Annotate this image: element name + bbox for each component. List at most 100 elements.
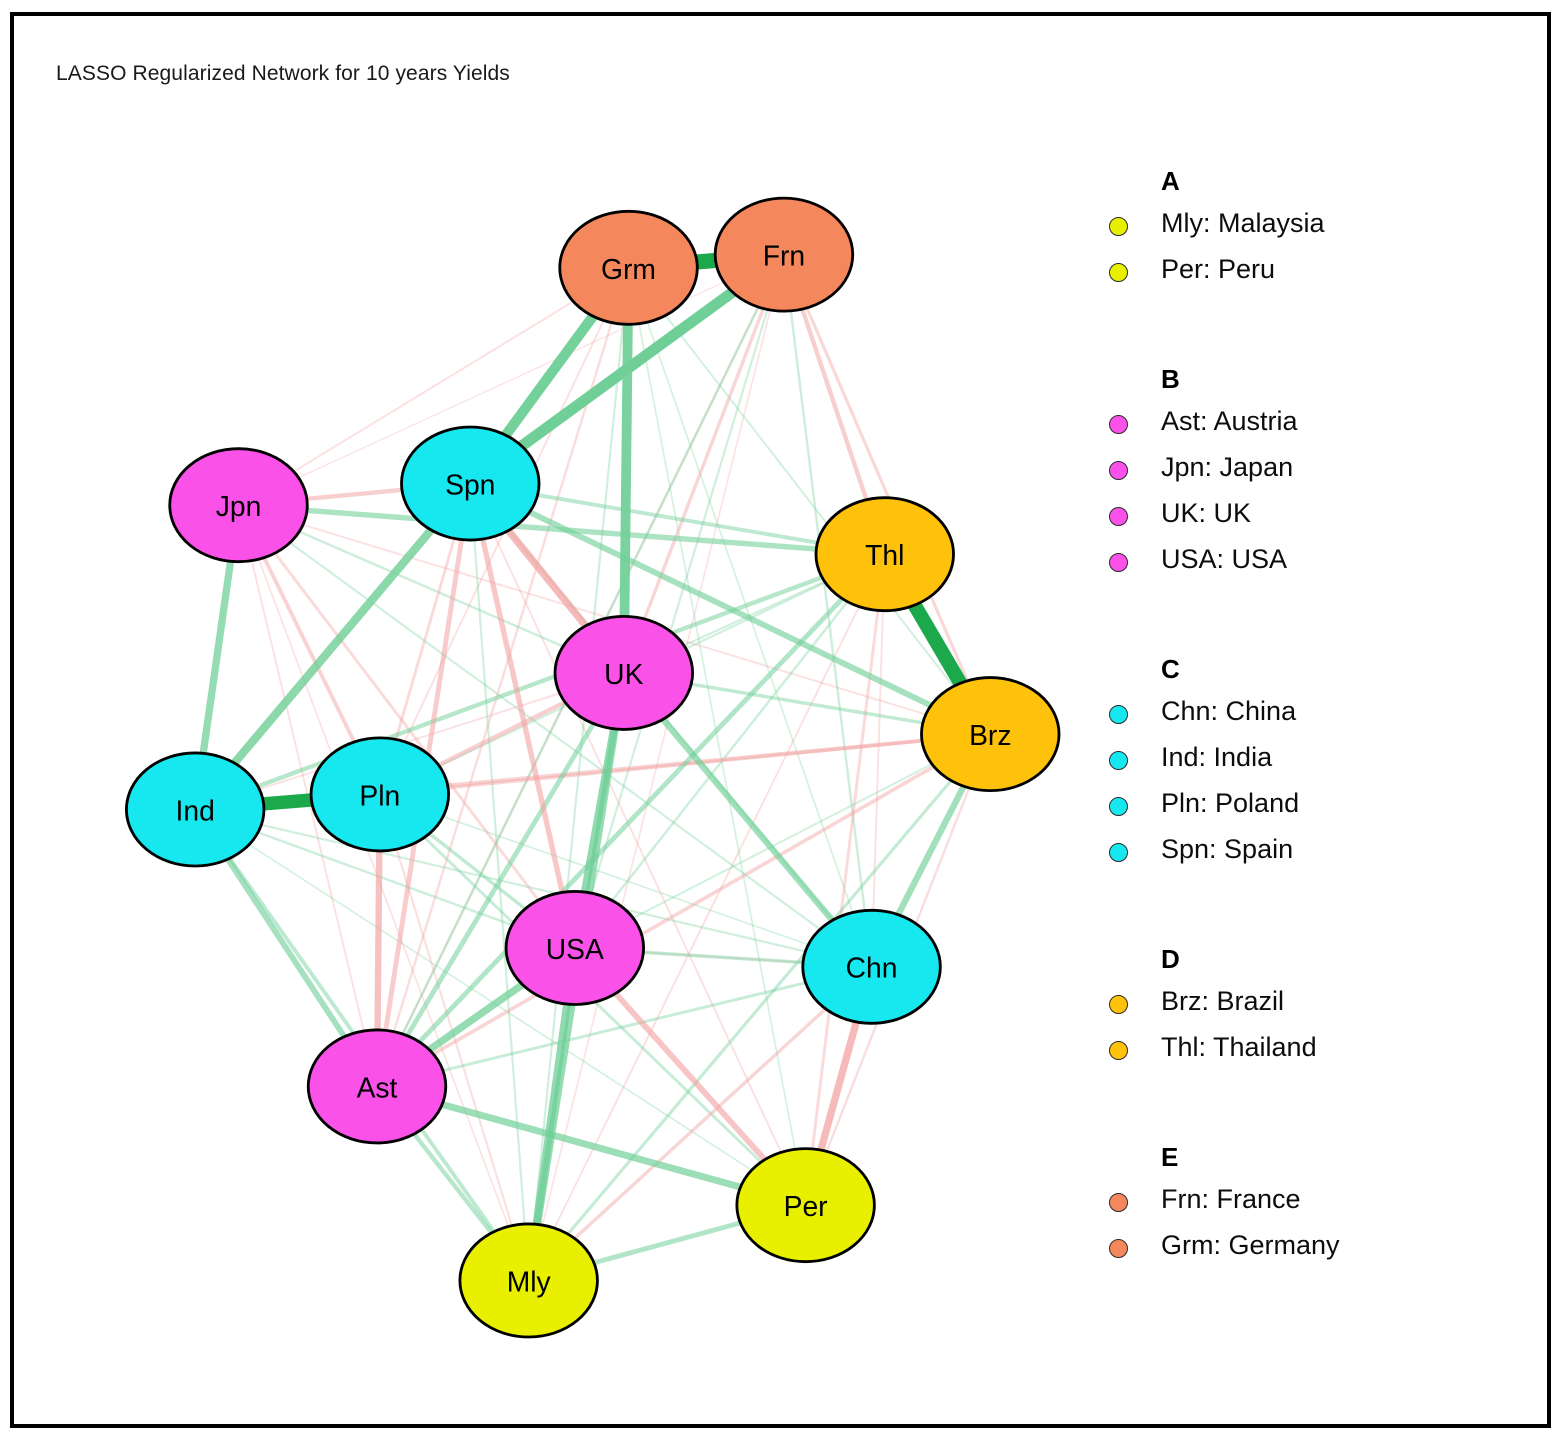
legend-group-letter: C	[1161, 654, 1180, 684]
network-edge	[527, 267, 630, 1281]
network-edge	[194, 808, 872, 968]
node-label: Chn	[846, 952, 898, 984]
network-edge	[469, 483, 807, 1206]
node-ellipse[interactable]	[814, 496, 955, 613]
network-node-spn[interactable]: Spn	[400, 425, 541, 542]
node-ellipse[interactable]	[801, 908, 942, 1025]
node-label: Spn	[445, 468, 495, 500]
legend-item-label: Ind: India	[1161, 742, 1273, 772]
network-node-pln[interactable]: Pln	[309, 736, 451, 853]
legend-item-label: UK: UK	[1161, 498, 1252, 528]
legend-item-label: Spn: Spain	[1161, 834, 1294, 864]
node-label: Frn	[763, 240, 805, 272]
network-edge	[376, 732, 992, 1089]
network-edge	[527, 965, 873, 1282]
legend-swatch-icon	[1109, 553, 1128, 572]
node-ellipse[interactable]	[168, 447, 309, 564]
legend-swatch-icon	[1109, 705, 1128, 724]
legend-item-label: Thl: Thailand	[1161, 1032, 1317, 1062]
network-node-thl[interactable]: Thl	[814, 496, 955, 613]
network-edge	[376, 1083, 807, 1209]
network-edge	[237, 504, 576, 949]
network-edge	[194, 808, 807, 1206]
node-ellipse[interactable]	[125, 751, 266, 868]
network-edge	[238, 504, 625, 675]
network-edge	[627, 267, 807, 1206]
network-edge	[379, 793, 872, 968]
node-ellipse[interactable]	[309, 736, 451, 853]
network-edge	[782, 253, 992, 735]
legend-item-label: Brz: Brazil	[1161, 986, 1285, 1016]
node-label: Brz	[969, 719, 1011, 751]
node-ellipse[interactable]	[713, 196, 855, 313]
network-edge	[238, 253, 785, 506]
network-edge	[237, 504, 873, 968]
node-label: UK	[604, 658, 643, 690]
node-ellipse[interactable]	[553, 614, 694, 731]
node-ellipse[interactable]	[400, 425, 541, 542]
legend-swatch-icon	[1109, 797, 1128, 816]
network-node-brz[interactable]: Brz	[920, 676, 1061, 793]
legend-swatch-icon	[1109, 263, 1128, 282]
node-ellipse[interactable]	[558, 209, 699, 326]
network-edge	[618, 267, 634, 673]
legend-item-label: Ast: Austria	[1161, 406, 1298, 436]
network-edge	[573, 553, 886, 949]
node-label: Pln	[359, 779, 400, 811]
legend-item-label: Jpn: Japan	[1161, 452, 1294, 482]
node-ellipse[interactable]	[735, 1147, 876, 1264]
legend-swatch-icon	[1109, 751, 1128, 770]
network-edge	[376, 965, 872, 1088]
network-edge	[237, 504, 530, 1281]
network-edge	[468, 480, 992, 737]
network-edge	[622, 254, 786, 674]
network-edge	[378, 794, 530, 1281]
legend-swatch-icon	[1109, 995, 1128, 1014]
network-edge	[527, 254, 785, 1281]
legend-item-label: Chn: China	[1161, 696, 1297, 726]
node-label: Grm	[601, 253, 656, 285]
network-node-usa[interactable]: USA	[504, 890, 646, 1006]
network-edge	[194, 552, 886, 812]
network-node-per[interactable]: Per	[735, 1147, 876, 1264]
node-ellipse[interactable]	[306, 1028, 448, 1145]
legend-swatch-icon	[1109, 1193, 1128, 1212]
legend-item-label: Grm: Germany	[1161, 1230, 1340, 1260]
legend-swatch-icon	[1109, 1041, 1128, 1060]
legend-swatch-icon	[1109, 507, 1128, 526]
network-edge	[527, 553, 886, 1281]
legend-item-label: Frn: France	[1161, 1184, 1301, 1214]
node-ellipse[interactable]	[920, 676, 1061, 793]
network-edge	[192, 480, 474, 813]
network-node-frn[interactable]: Frn	[713, 196, 855, 313]
network-node-ast[interactable]: Ast	[306, 1028, 448, 1145]
network-node-jpn[interactable]: Jpn	[168, 447, 309, 564]
node-label: Ast	[357, 1071, 398, 1103]
legend-swatch-icon	[1109, 461, 1128, 480]
node-label: Per	[784, 1190, 828, 1222]
network-node-uk[interactable]: UK	[553, 614, 694, 731]
network-node-ind[interactable]: Ind	[125, 751, 266, 868]
network-edge	[467, 482, 578, 949]
node-label: Thl	[865, 539, 904, 571]
legend-swatch-icon	[1109, 415, 1128, 434]
network-node-mly[interactable]: Mly	[458, 1222, 599, 1339]
legend-swatch-icon	[1109, 1239, 1128, 1258]
network-node-chn[interactable]: Chn	[801, 908, 942, 1025]
node-label: Ind	[176, 794, 215, 826]
node-ellipse[interactable]	[504, 890, 646, 1006]
legend-item-label: USA: USA	[1161, 544, 1288, 574]
network-node-grm[interactable]: Grm	[558, 209, 699, 326]
network-edge	[574, 733, 991, 949]
node-ellipse[interactable]	[458, 1222, 599, 1339]
legend-group-letter: A	[1161, 166, 1180, 196]
network-edge	[804, 554, 887, 1206]
network-edge	[374, 671, 626, 1088]
